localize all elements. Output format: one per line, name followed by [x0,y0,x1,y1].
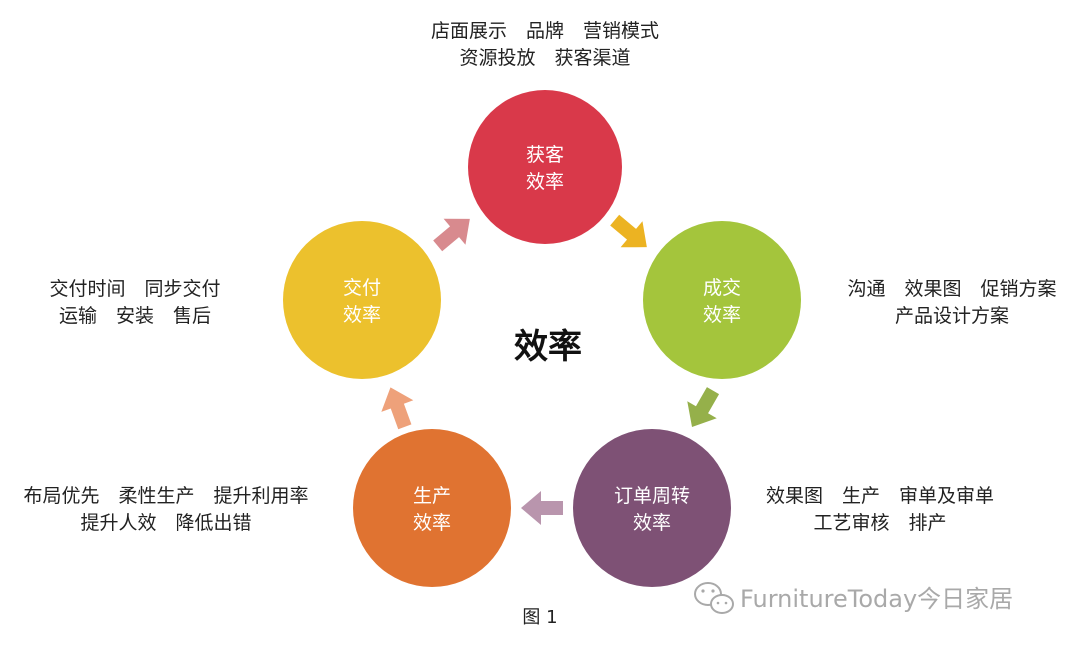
arrow-deal-to-order [687,387,720,428]
deal-notes-line1: 沟通 效果图 促销方案 [847,278,1056,300]
node-acquire: 获客 效率 [468,90,622,244]
node-acquire-label-1: 获客 [526,144,564,166]
deal-notes-line2: 产品设计方案 [895,305,1009,327]
node-order-label-2: 效率 [633,512,671,534]
node-order: 订单周转 效率 [573,429,731,587]
order-notes-line2: 工艺审核 排产 [813,512,946,534]
node-deliver-label-1: 交付 [343,277,381,299]
node-deliver: 交付 效率 [283,221,441,379]
node-deal-label-1: 成交 [703,277,741,299]
watermark: FurnitureToday今日家居 [694,582,1013,614]
node-deliver-label-2: 效率 [343,304,381,326]
node-produce-label-1: 生产 [413,485,451,507]
arrow-deliver-to-acquire [433,218,470,252]
node-deal: 成交 效率 [643,221,801,379]
arrow-produce-to-deliver [381,387,414,430]
node-deal-label-2: 效率 [703,304,741,326]
watermark-text: FurnitureToday今日家居 [740,585,1013,613]
node-produce: 生产 效率 [353,429,511,587]
node-acquire-label-2: 效率 [526,171,564,193]
wechat-icon [694,582,734,614]
center-title: 效率 [514,327,582,367]
produce-notes-line1: 布局优先 柔性生产 提升利用率 [23,485,308,507]
deliver-notes-line1: 交付时间 同步交付 [49,278,220,300]
acquire-notes-line2: 资源投放 获客渠道 [459,47,630,69]
order-notes-line1: 效果图 生产 审单及审单 [766,485,994,507]
node-produce-label-2: 效率 [413,512,451,534]
arrow-order-to-produce [521,491,563,525]
acquire-notes-line1: 店面展示 品牌 营销模式 [431,20,659,42]
deliver-notes-line2: 运输 安装 售后 [59,305,211,327]
produce-notes-line2: 提升人效 降低出错 [80,512,251,534]
node-order-label-1: 订单周转 [614,485,690,507]
figure-caption: 图 1 [522,607,557,628]
arrow-acquire-to-deal [610,214,647,248]
